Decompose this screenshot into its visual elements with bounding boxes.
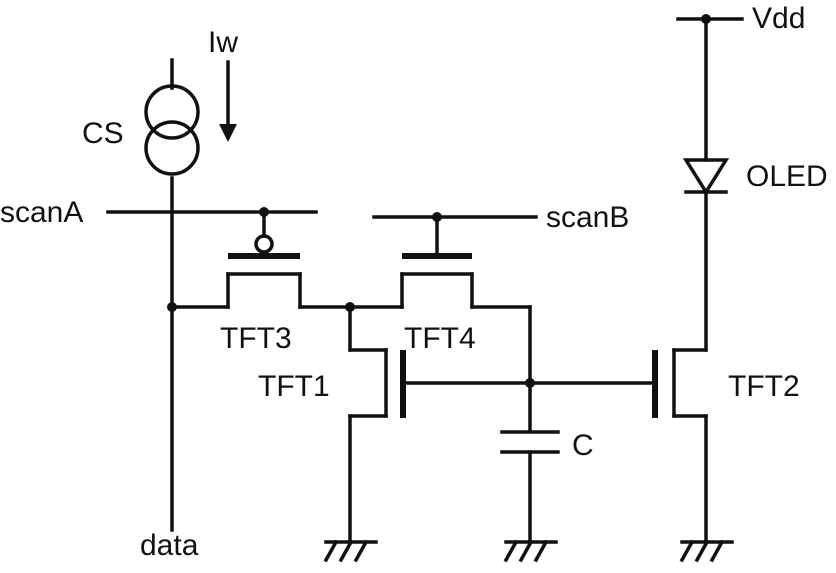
label-tft3: TFT3 <box>220 322 292 355</box>
tft4 <box>402 256 472 307</box>
current-source-cs <box>146 86 198 174</box>
capacitor-c <box>502 432 558 540</box>
label-scanA: scanA <box>0 196 83 229</box>
label-tft1: TFT1 <box>258 370 330 403</box>
label-iw: Iw <box>208 26 238 59</box>
tft3 <box>228 256 300 307</box>
label-scanB: scanB <box>546 201 629 234</box>
ground-symbol-2 <box>506 542 556 560</box>
label-cs: CS <box>82 117 124 150</box>
vdd-line <box>678 14 742 160</box>
label-tft4: TFT4 <box>404 322 476 355</box>
scanA-line <box>108 207 316 252</box>
tft2 <box>655 350 706 540</box>
scanB-line <box>374 212 536 256</box>
current-arrow <box>219 62 237 142</box>
gate-node <box>525 378 655 388</box>
label-oled: OLED <box>746 160 828 193</box>
label-capacitor: C <box>572 429 594 462</box>
label-vdd: Vdd <box>752 2 805 35</box>
oled-diode <box>686 160 726 350</box>
label-tft2: TFT2 <box>728 370 800 403</box>
ground-symbol-1 <box>326 542 376 560</box>
label-data: data <box>140 529 199 562</box>
ground-symbol-3 <box>682 542 732 560</box>
